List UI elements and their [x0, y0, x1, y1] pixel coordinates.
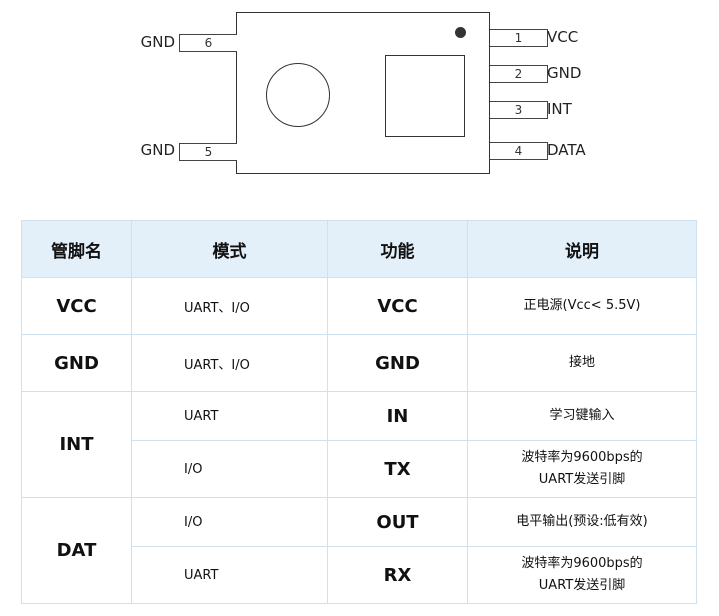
description-line: 波特率为9600bps的 — [521, 450, 643, 465]
table-row: VCC UART、I/O VCC 正电源(Vcc< 5.5V) — [21, 277, 697, 335]
cell-pin: VCC — [21, 277, 132, 335]
chip-square-sensor — [385, 55, 465, 137]
cell-function: RX — [327, 546, 468, 604]
cell-function: OUT — [327, 497, 468, 547]
cell-mode: UART、I/O — [131, 334, 328, 392]
cell-mode: I/O — [131, 497, 328, 547]
pin-4-label: DATA — [547, 141, 586, 159]
cell-function: TX — [327, 440, 468, 498]
cell-pin: GND — [21, 334, 132, 392]
description-line: UART发送引脚 — [538, 472, 626, 487]
cell-mode: I/O — [131, 440, 328, 498]
cell-function: IN — [327, 391, 468, 441]
cell-pin: DAT — [21, 497, 132, 604]
pin-5-label: GND — [140, 141, 175, 159]
cell-description: 电平输出(预设:低有效) — [467, 497, 697, 547]
description-line: UART发送引脚 — [538, 578, 626, 593]
pin-1-number: 1 — [514, 31, 523, 45]
description-line: 电平输出(预设:低有效) — [516, 514, 648, 529]
cell-description: 波特率为9600bps的 UART发送引脚 — [467, 440, 697, 498]
chip-pinout-diagram: 6 GND 5 GND 1 VCC 2 GND 3 INT 4 DATA — [0, 0, 719, 190]
table-header-row: 管脚名 模式 功能 说明 — [21, 220, 697, 278]
cell-function: VCC — [327, 277, 468, 335]
pin-3-tab: 3 — [490, 101, 548, 119]
cell-description: 正电源(Vcc< 5.5V) — [467, 277, 697, 335]
pin-1-tab: 1 — [490, 29, 548, 47]
pin-4-tab: 4 — [490, 142, 548, 160]
pin1-marker-dot — [455, 27, 466, 38]
description-line: 波特率为9600bps的 — [521, 556, 643, 571]
pin-5-tab: 5 — [179, 143, 237, 161]
table-row: UART RX 波特率为9600bps的 UART发送引脚 — [22, 546, 697, 604]
header-description: 说明 — [467, 220, 697, 278]
table-row: DAT I/O OUT 电平输出(预设:低有效) — [21, 497, 697, 604]
cell-description: 波特率为9600bps的 UART发送引脚 — [467, 546, 697, 604]
table-row: GND UART、I/O GND 接地 — [21, 334, 697, 392]
chip-circle-window — [266, 63, 330, 127]
pin-2-tab: 2 — [490, 65, 548, 83]
pin-3-label: INT — [547, 100, 572, 118]
cell-mode: UART、I/O — [131, 277, 328, 335]
description-line: 学习键输入 — [549, 408, 615, 423]
pin-6-number: 6 — [204, 36, 213, 50]
pin-2-label: GND — [547, 64, 582, 82]
pin-3-number: 3 — [514, 103, 523, 117]
cell-mode: UART — [131, 546, 328, 604]
pin-5-number: 5 — [204, 145, 213, 159]
cell-function: GND — [327, 334, 468, 392]
pin-1-label: VCC — [547, 28, 579, 46]
header-function: 功能 — [327, 220, 468, 278]
cell-mode: UART — [131, 391, 328, 441]
pin-6-tab: 6 — [179, 34, 237, 52]
cell-pin: INT — [21, 391, 132, 498]
pin-6-label: GND — [140, 33, 175, 51]
header-mode: 模式 — [131, 220, 328, 278]
pin-function-table: 管脚名 模式 功能 说明 VCC UART、I/O VCC 正电源(Vcc< 5… — [21, 220, 697, 604]
pin-4-number: 4 — [514, 144, 523, 158]
cell-description: 接地 — [467, 334, 697, 392]
cell-description: 学习键输入 — [467, 391, 697, 441]
header-pin-name: 管脚名 — [21, 220, 132, 278]
table-row: INT UART IN 学习键输入 — [21, 391, 697, 498]
pin-2-number: 2 — [514, 67, 523, 81]
